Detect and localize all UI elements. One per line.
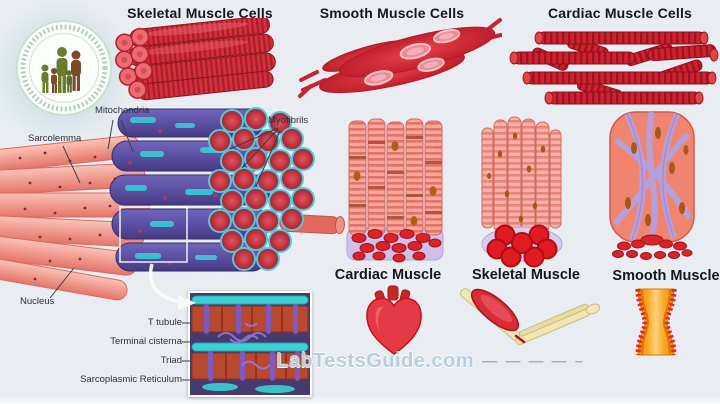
nucleus-label: Nucleus: [20, 296, 55, 307]
smooth-cells-title: Smooth Muscle Cells: [319, 5, 465, 21]
cardiac-muscle-label: Cardiac Muscle: [334, 267, 442, 283]
skeletal-muscle-tissue-illustration: [481, 116, 563, 268]
sarcoplasmic-reticulum-inset: [188, 291, 312, 397]
family-silhouette: [41, 47, 81, 93]
smooth-muscle-tube-illustration: [635, 288, 677, 356]
lab-tests-guide-logo: [16, 20, 112, 116]
skeletal-muscle-label: Skeletal Muscle: [472, 267, 580, 283]
cardiac-cells-title: Cardiac Muscle Cells: [547, 5, 693, 21]
mitochondria-label: Mitochondria: [95, 105, 150, 116]
sarcoplasmic-reticulum-label: Sarcoplasmic Reticulum: [80, 374, 182, 385]
sr-inset-illustration: [190, 293, 310, 395]
watermark-text: LabTestsGuide.com: [276, 350, 475, 372]
t-tubule-label: T tubule: [147, 317, 182, 328]
bottom-fade: [0, 396, 720, 404]
smooth-muscle-tissue-illustration: [609, 111, 695, 260]
skeletal-cells-title: Skeletal Muscle Cells: [127, 5, 273, 21]
terminal-cisterna-label: Terminal cisterna: [110, 336, 182, 347]
watermark-dashes: — — — — –: [482, 353, 586, 370]
myofibrils-label: Myofibrils: [268, 115, 309, 126]
smooth-muscle-cells-illustration: [298, 18, 502, 98]
triad-label: Triad: [160, 355, 182, 366]
watermark: LabTestsGuide.com — — — — –: [276, 350, 585, 373]
cardiac-muscle-cells-illustration: [509, 31, 719, 105]
cardiac-muscle-tissue-illustration: [346, 118, 444, 263]
heart-illustration: [366, 285, 422, 355]
sarcolemma-label: Sarcolemma: [28, 133, 82, 144]
smooth-muscle-label: Smooth Muscle: [612, 268, 720, 284]
skeletal-muscle-cells-illustration: [115, 18, 276, 101]
arm-muscle-illustration: [460, 288, 601, 345]
